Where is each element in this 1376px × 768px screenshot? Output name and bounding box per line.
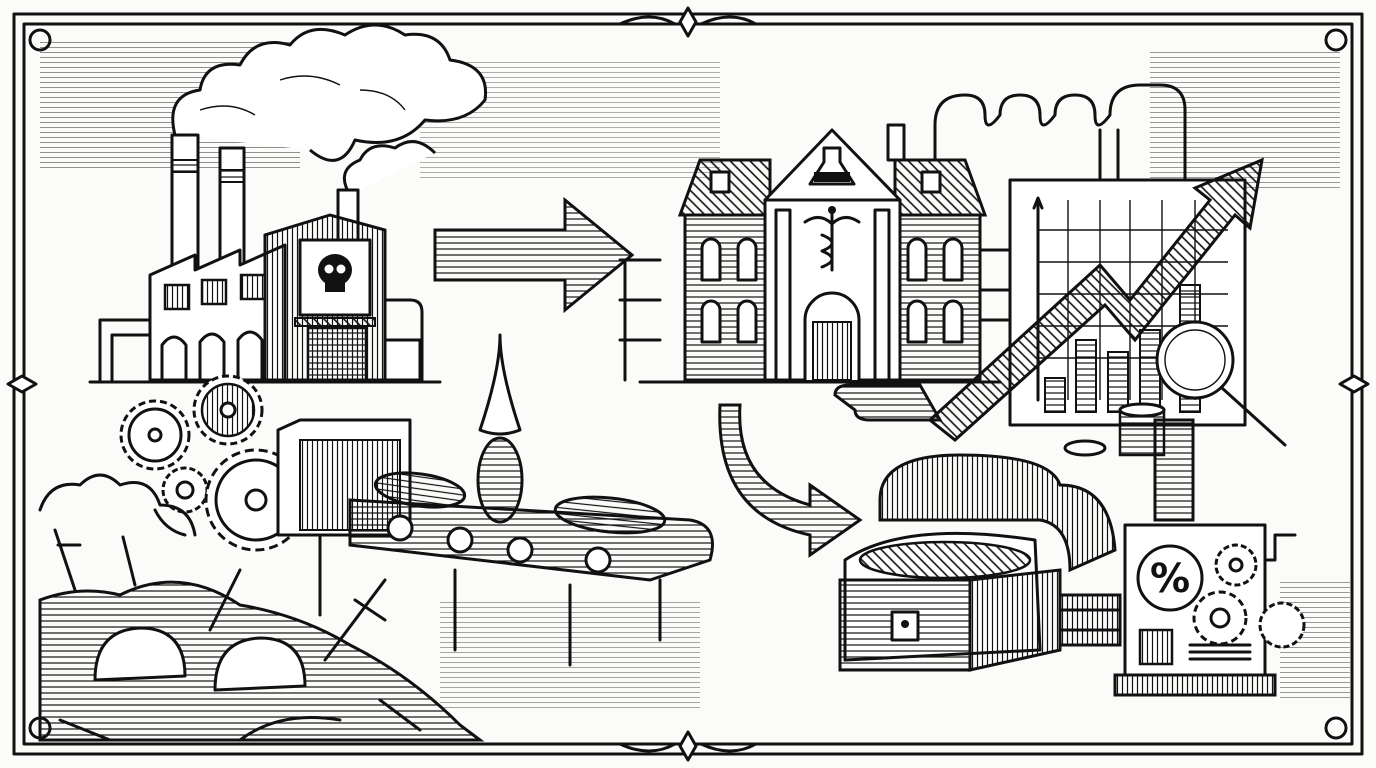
rising-arrow-icon	[833, 157, 1264, 442]
erlenmeyer-flask-icon	[808, 146, 856, 186]
bomb-icon	[373, 333, 667, 535]
frame-diamond-left	[6, 374, 38, 394]
caduceus-icon	[803, 206, 861, 272]
smoke-cloud-icon	[171, 23, 488, 196]
helmet-icon	[93, 626, 307, 692]
frame-diamond-top	[678, 6, 698, 38]
ornate-frame	[6, 6, 1370, 762]
crank-icon	[1263, 533, 1297, 562]
percentage-machine: %	[1058, 418, 1306, 697]
arrow-right-icon	[433, 196, 635, 314]
curved-arrow-icon	[718, 403, 863, 558]
factory	[88, 133, 442, 384]
frame-diamond-bottom	[678, 730, 698, 762]
conveyor-belt	[276, 418, 714, 667]
treasure-chest-icon	[838, 453, 1117, 672]
pharmaceutical-institute	[618, 123, 1002, 384]
battlefield-rubble	[38, 473, 485, 742]
frame-diamond-right	[1338, 374, 1370, 394]
magnifying-glass-icon	[1155, 320, 1287, 447]
windows	[700, 170, 964, 344]
skull-icon	[318, 254, 352, 292]
percent-label: %	[1150, 556, 1190, 602]
gear-icon	[1258, 601, 1306, 649]
